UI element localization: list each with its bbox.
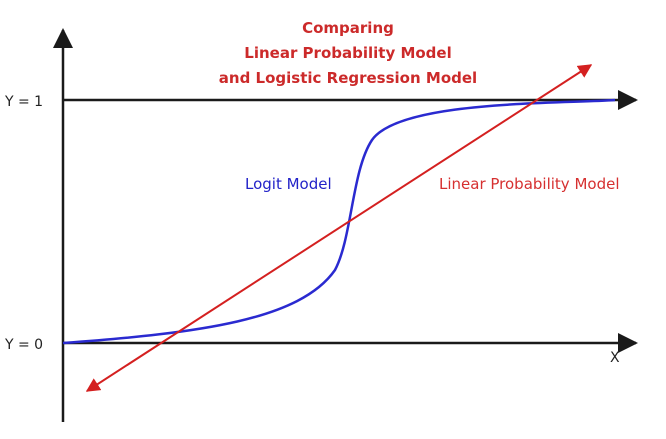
y-one-label: Y = 1 <box>4 94 43 110</box>
logit-curve <box>62 98 616 345</box>
y-zero-label: Y = 0 <box>4 337 43 353</box>
title-line-3: and Logistic Regression Model <box>219 69 477 87</box>
title-line-2: Linear Probability Model <box>244 44 451 62</box>
linear-probability-line <box>85 64 593 392</box>
x-axis-label: X <box>610 350 620 366</box>
logit-model-label: Logit Model <box>245 175 332 193</box>
title-line-1: Comparing <box>302 19 394 37</box>
linear-model-label: Linear Probability Model <box>439 175 619 193</box>
